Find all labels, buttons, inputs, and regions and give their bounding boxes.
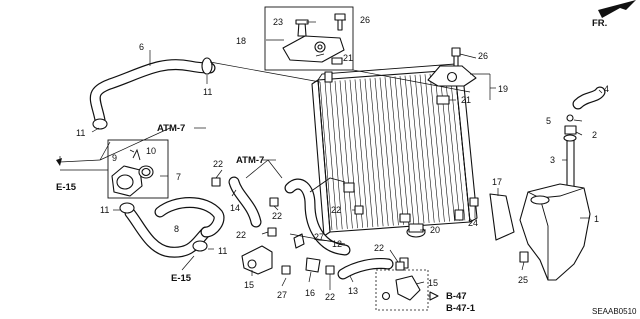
callout-1: 1 (594, 214, 599, 224)
radiator-fin (424, 74, 440, 223)
callout-7: 7 (176, 172, 181, 182)
callout-22: 22 (236, 230, 246, 240)
reserve-tank-pipe (563, 86, 606, 193)
callout-16: 16 (305, 288, 315, 298)
callout-3: 3 (550, 155, 555, 165)
callout-19: 19 (498, 84, 508, 94)
thermostat-housing-group (60, 139, 169, 199)
callout-27: 27 (277, 290, 287, 300)
callout-17: 17 (492, 177, 502, 187)
callout-26: 26 (478, 51, 488, 61)
radiator-fin (449, 72, 466, 221)
radiator-fin (389, 76, 404, 225)
callout-labels: 6 11 11 11 11 9 10 7 8 22 14 22 22 27 12… (76, 15, 609, 302)
ref-e-15-bottom[interactable]: E-15 (171, 273, 192, 284)
radiator-fin (419, 74, 435, 223)
callout-27: 27 (314, 232, 324, 242)
radiator-fin (369, 78, 384, 227)
callout-20: 20 (430, 225, 440, 235)
front-direction-arrow-icon (598, 0, 636, 18)
callout-21: 21 (461, 95, 471, 105)
ref-b-47[interactable]: B-47 (446, 291, 467, 302)
callout-22: 22 (331, 205, 341, 215)
radiator-fin (379, 77, 394, 226)
radiator-fin (329, 81, 343, 230)
radiator-fin (334, 80, 348, 229)
callout-2: 2 (592, 130, 597, 140)
radiator-fin (384, 77, 399, 226)
bracket-group-18 (264, 6, 471, 93)
radiator-fin (404, 75, 420, 224)
reference-labels: ATM-7 ATM-7 E-15 E-15 B-47 B-47-1 FR. SE… (56, 18, 637, 316)
callout-22: 22 (272, 211, 282, 221)
bracket-b47-group (375, 257, 439, 311)
radiator-fin (349, 79, 363, 228)
callout-8: 8 (174, 224, 179, 234)
hose-clips (211, 177, 405, 275)
callout-11: 11 (100, 205, 109, 215)
radiator-fin (429, 73, 445, 222)
callout-14: 14 (230, 203, 240, 213)
callout-4: 4 (604, 84, 609, 94)
radiator-fin (324, 81, 338, 230)
radiator-fin (339, 80, 353, 229)
callout-22: 22 (325, 292, 335, 302)
ref-e-15-left[interactable]: E-15 (56, 182, 77, 193)
diagram-code: SEAAB0510 (592, 307, 637, 316)
callout-21: 21 (343, 53, 353, 63)
direction-label: FR. (592, 18, 607, 29)
atf-joint-parts (241, 233, 346, 275)
callout-13: 13 (348, 286, 358, 296)
radiator-fin (394, 76, 409, 225)
radiator-fin (414, 74, 430, 223)
radiator-fin (399, 76, 415, 225)
radiator-fin (409, 75, 425, 224)
ref-b-47-1[interactable]: B-47-1 (446, 303, 476, 314)
callout-10: 10 (146, 146, 156, 156)
reference-leaders (56, 127, 283, 271)
atf-hose-14 (228, 176, 262, 228)
callout-6: 6 (139, 42, 144, 52)
callout-23: 23 (273, 17, 283, 27)
callout-11: 11 (218, 246, 227, 256)
atf-hose-12 (284, 177, 351, 256)
radiator-fin (359, 79, 374, 228)
radiator-fin (344, 80, 358, 229)
radiator (311, 63, 478, 237)
radiator-fin (364, 78, 379, 227)
reserve-tank (469, 183, 591, 281)
callout-22: 22 (213, 159, 223, 169)
callout-9: 9 (112, 153, 117, 163)
ref-atm-7-upper[interactable]: ATM-7 (157, 123, 185, 134)
callout-leaders (91, 19, 603, 290)
radiator-fin (319, 81, 333, 231)
bracket-group-19 (427, 47, 496, 105)
ref-atm-7-mid[interactable]: ATM-7 (236, 155, 264, 166)
callout-15: 15 (428, 278, 438, 288)
callout-26: 26 (360, 15, 370, 25)
callout-11: 11 (203, 87, 212, 97)
callout-22: 22 (374, 243, 384, 253)
callout-12: 12 (332, 239, 342, 249)
radiator-fin (374, 77, 389, 226)
callout-24: 24 (468, 218, 478, 228)
callout-5: 5 (546, 116, 551, 126)
radiator-cap (406, 223, 426, 238)
radiator-fin (354, 79, 369, 228)
upper-radiator-hose (89, 57, 321, 130)
callout-11: 11 (76, 128, 85, 138)
callout-15: 15 (244, 280, 254, 290)
atf-hose-13 (337, 258, 394, 280)
callout-25: 25 (518, 275, 528, 285)
lower-radiator-hose (119, 197, 225, 258)
callout-18: 18 (236, 36, 246, 46)
